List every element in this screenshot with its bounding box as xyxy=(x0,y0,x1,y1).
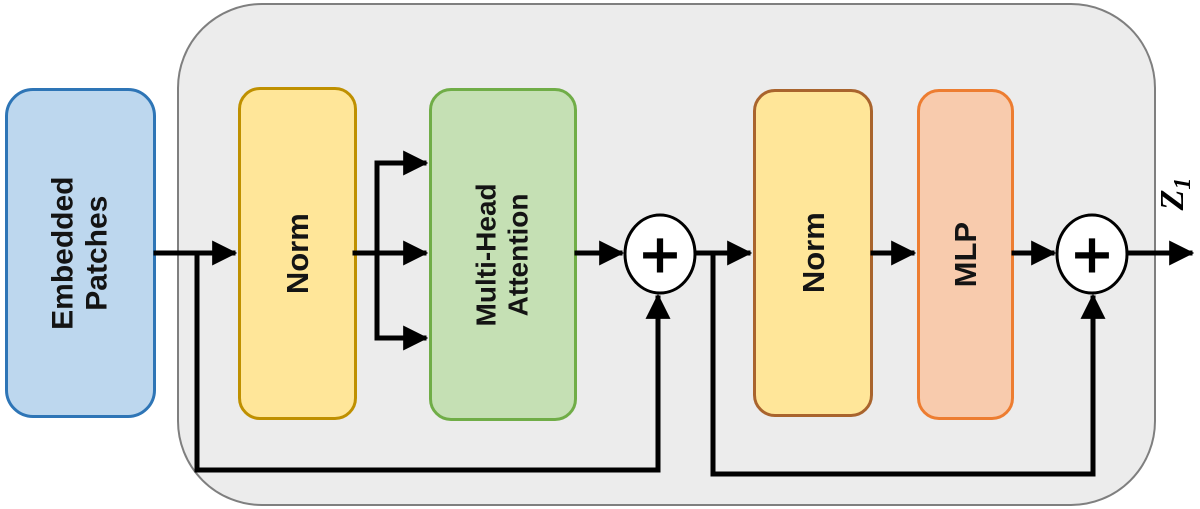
output-z1-base: Z xyxy=(1154,190,1191,212)
norm-block-2: Norm xyxy=(753,89,873,417)
output-z1-label: Z1 xyxy=(1154,178,1196,212)
embedded-patches-block: Embedded Patches xyxy=(5,88,156,418)
residual-skip-1 xyxy=(194,250,671,473)
output-z1-subscript: 1 xyxy=(1170,178,1196,190)
add-symbol-2: + xyxy=(1069,223,1114,286)
qkv-branch-rail xyxy=(352,160,380,341)
add-circle-1 xyxy=(623,213,697,295)
residual-skip-2 xyxy=(710,250,1106,477)
add-symbol-1: + xyxy=(637,223,682,286)
norm-block-1: Norm xyxy=(238,87,357,420)
add-circle-2 xyxy=(1055,213,1129,295)
